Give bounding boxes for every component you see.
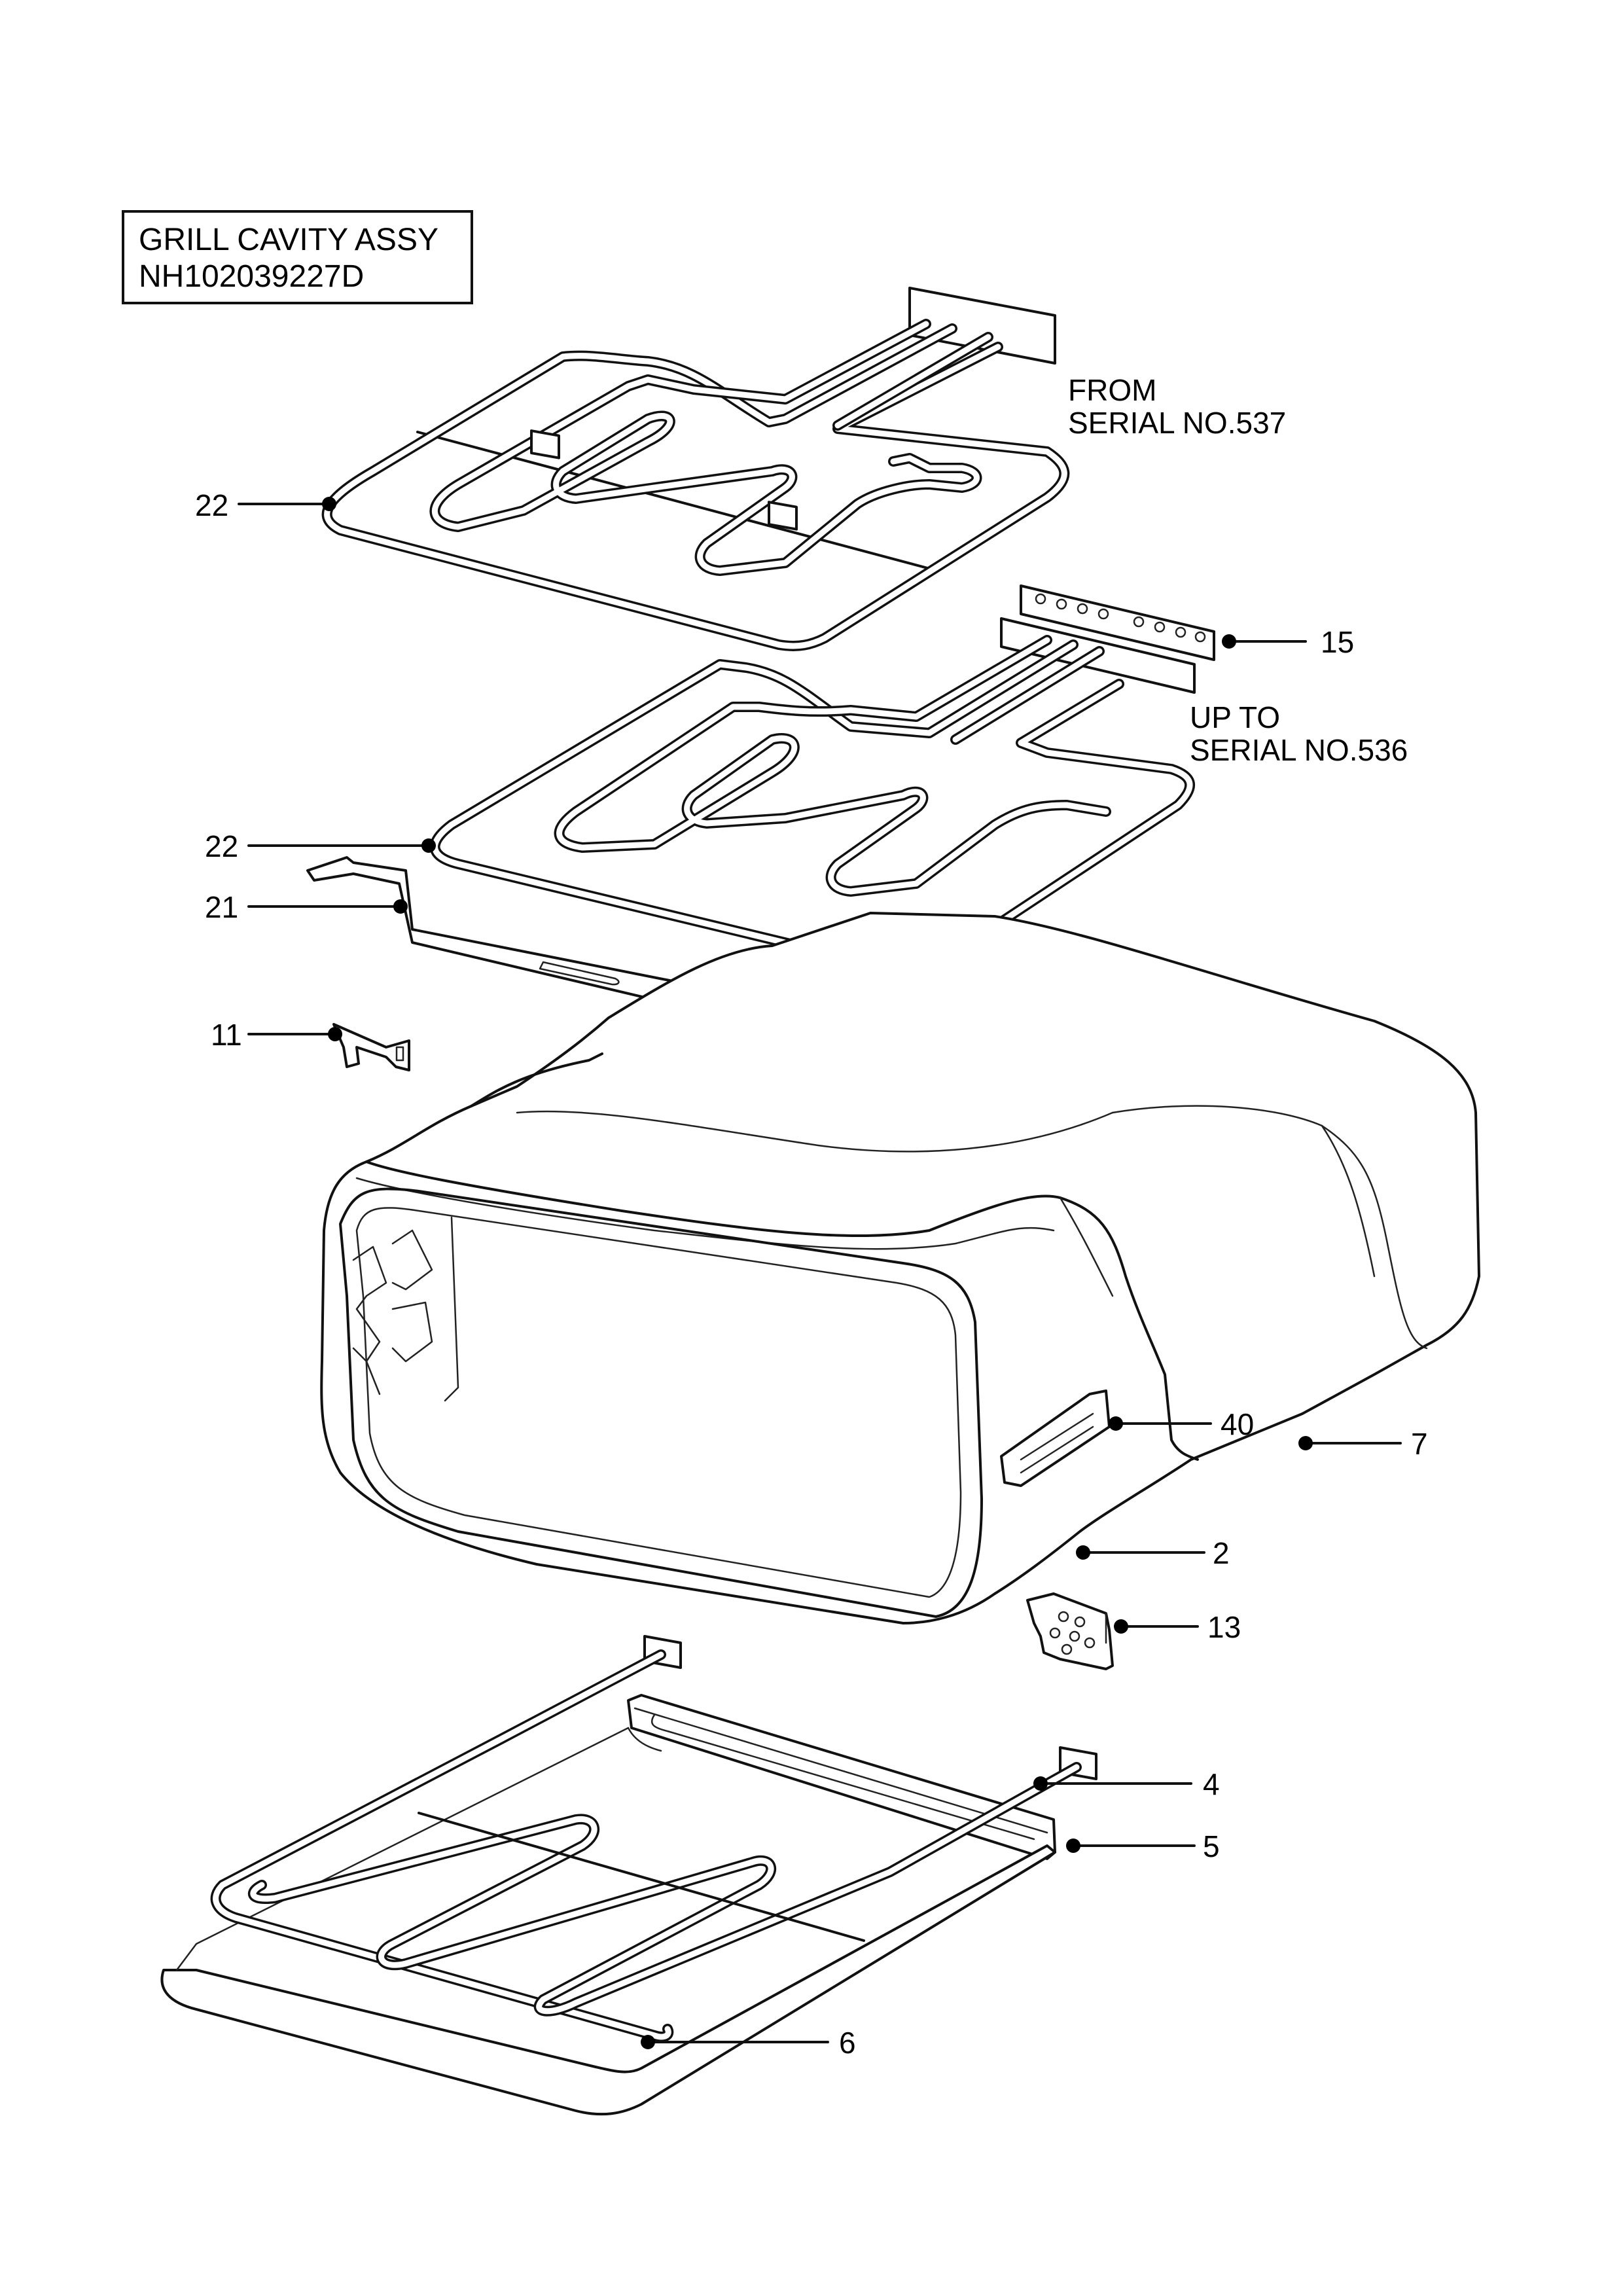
grill-element-lower [429, 635, 1196, 975]
note-upto-line-2: SERIAL NO.536 [1190, 733, 1408, 767]
callout-labels: 22 15 22 21 11 40 7 2 13 4 5 6 [195, 488, 1428, 2060]
grill-element-upper [321, 287, 1070, 651]
bracket-13 [1026, 1592, 1114, 1670]
callout-21: 21 [205, 890, 238, 924]
terminal-holes [1035, 593, 1206, 643]
clip-11 [332, 1023, 410, 1071]
callout-5: 5 [1203, 1829, 1220, 1863]
grill-cavity [320, 912, 1480, 1624]
callout-22-lower: 22 [205, 829, 238, 863]
note-from-line-1: FROM [1068, 373, 1156, 407]
callout-4: 4 [1203, 1767, 1220, 1801]
callout-7: 7 [1411, 1427, 1428, 1461]
note-upto-line-1: UP TO [1190, 700, 1280, 734]
bracket-40 [1000, 1390, 1111, 1487]
callout-2: 2 [1213, 1536, 1230, 1570]
callout-22-upper: 22 [195, 488, 228, 522]
serial-notes: FROM SERIAL NO.537 UP TO SERIAL NO.536 [1068, 373, 1408, 767]
terminal-block-strips [1000, 584, 1215, 694]
callout-15: 15 [1321, 625, 1354, 659]
callout-11: 11 [211, 1018, 242, 1052]
callout-40: 40 [1221, 1407, 1254, 1441]
title-line-1: GRILL CAVITY ASSY [139, 223, 438, 257]
callout-13: 13 [1207, 1610, 1241, 1644]
callout-6: 6 [839, 2026, 856, 2060]
base-element [210, 1635, 1097, 2042]
tray-5 [160, 1694, 1056, 2116]
title-box: GRILL CAVITY ASSY NH102039227D [122, 210, 473, 304]
note-from-line-2: SERIAL NO.537 [1068, 406, 1286, 440]
callout-leaders [238, 497, 1402, 2049]
title-line-2: NH102039227D [139, 259, 364, 294]
